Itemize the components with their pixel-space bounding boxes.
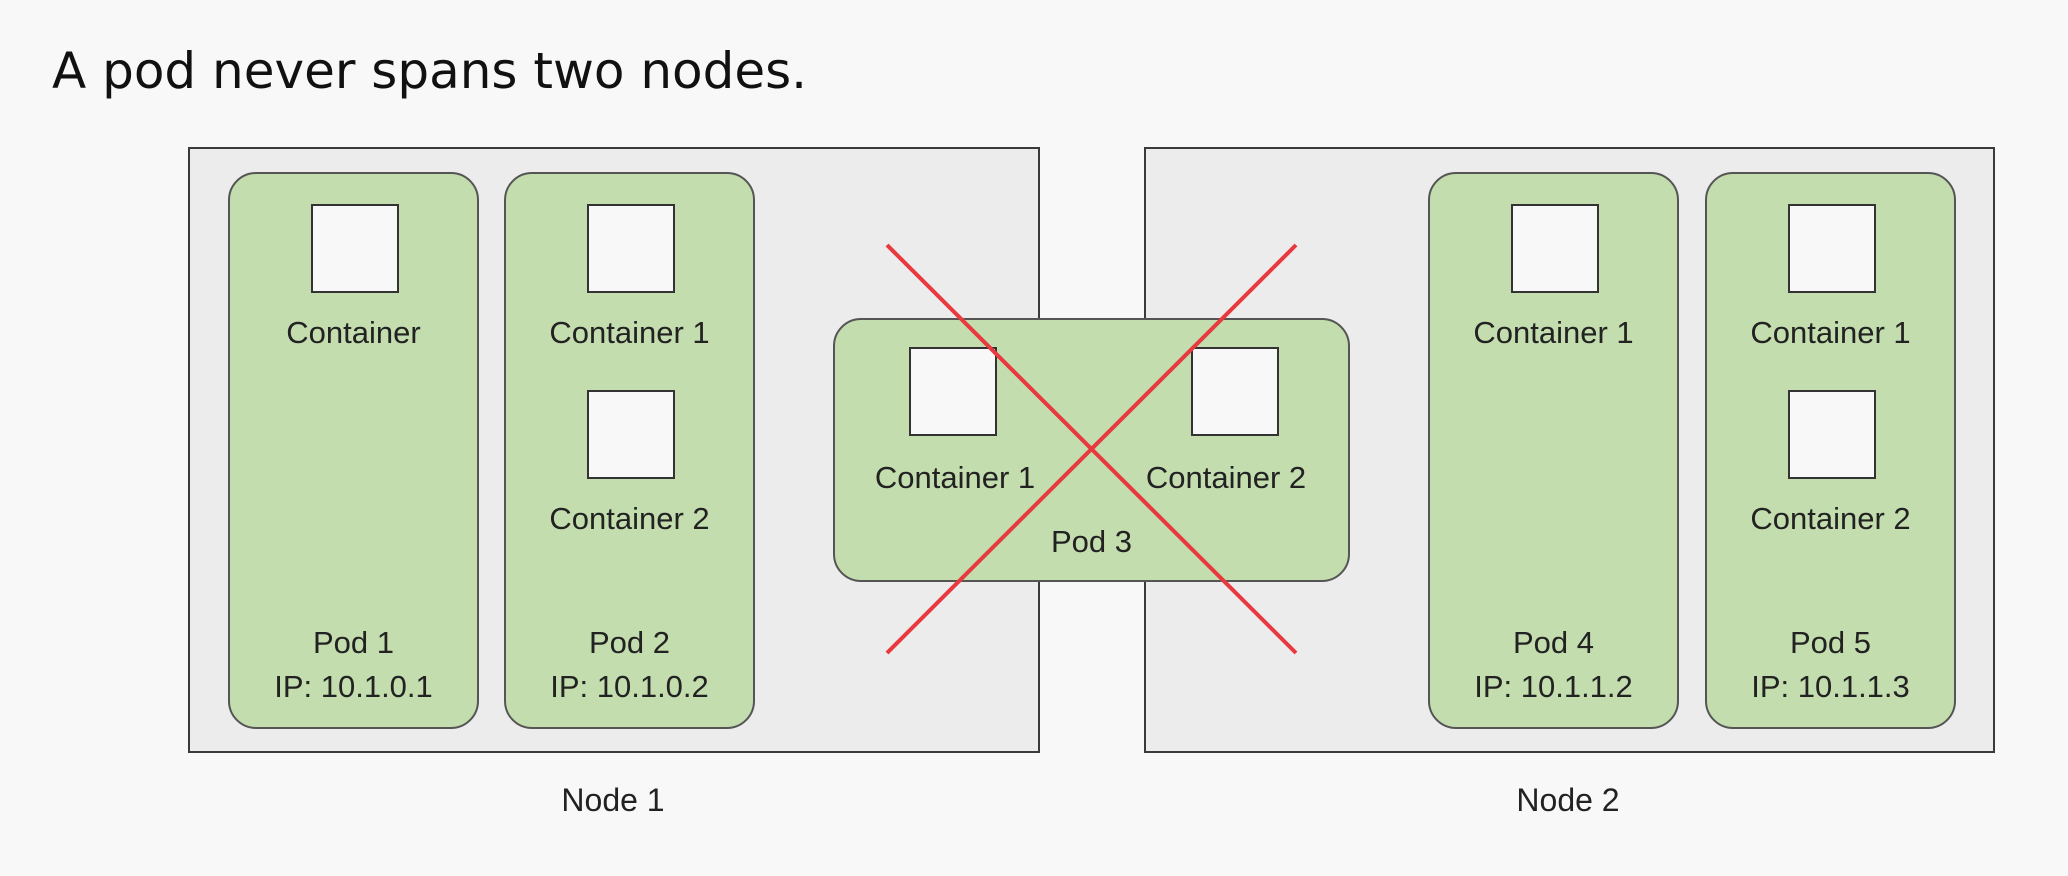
container-box: [587, 390, 675, 479]
pod-2: Container 1 Container 2 Pod 2 IP: 10.1.0…: [504, 172, 755, 729]
pod-ip: IP: 10.1.0.1: [274, 669, 433, 704]
container-box: [1191, 347, 1279, 436]
container-label: Container 1: [874, 460, 1036, 495]
pod-name: Pod 1: [312, 625, 394, 660]
container-label: Container 2: [1145, 460, 1307, 495]
pod-5: Container 1 Container 2 Pod 5 IP: 10.1.1…: [1705, 172, 1956, 729]
pod-4: Container 1 Pod 4 IP: 10.1.1.2: [1428, 172, 1679, 729]
container-label: Container 2: [549, 501, 710, 536]
node-1-label: Node 1: [561, 782, 665, 818]
pod-ip: IP: 10.1.0.2: [550, 669, 709, 704]
container-label: Container 1: [1750, 315, 1911, 350]
pod-3: Container 1 Container 2 Pod 3: [833, 318, 1350, 582]
container-box: [311, 204, 399, 293]
pod-1: Container Pod 1 IP: 10.1.0.1: [228, 172, 479, 729]
container-label: Container 1: [549, 315, 710, 350]
container-label: Container 1: [1473, 315, 1634, 350]
pod-name: Pod 5: [1789, 625, 1871, 660]
container-label: Container 2: [1750, 501, 1911, 536]
pod-name: Pod 2: [588, 625, 670, 660]
container-box: [587, 204, 675, 293]
node-2-label: Node 2: [1516, 782, 1620, 818]
pod-name: Pod 3: [1050, 524, 1132, 559]
container-label: Container: [286, 315, 421, 350]
container-box: [1511, 204, 1599, 293]
container-box: [1788, 204, 1876, 293]
slide-title: A pod never spans two nodes.: [52, 42, 808, 100]
container-box: [909, 347, 997, 436]
container-box: [1788, 390, 1876, 479]
pod-name: Pod 4: [1512, 625, 1594, 660]
pod-ip: IP: 10.1.1.2: [1474, 669, 1633, 704]
pod-ip: IP: 10.1.1.3: [1751, 669, 1910, 704]
